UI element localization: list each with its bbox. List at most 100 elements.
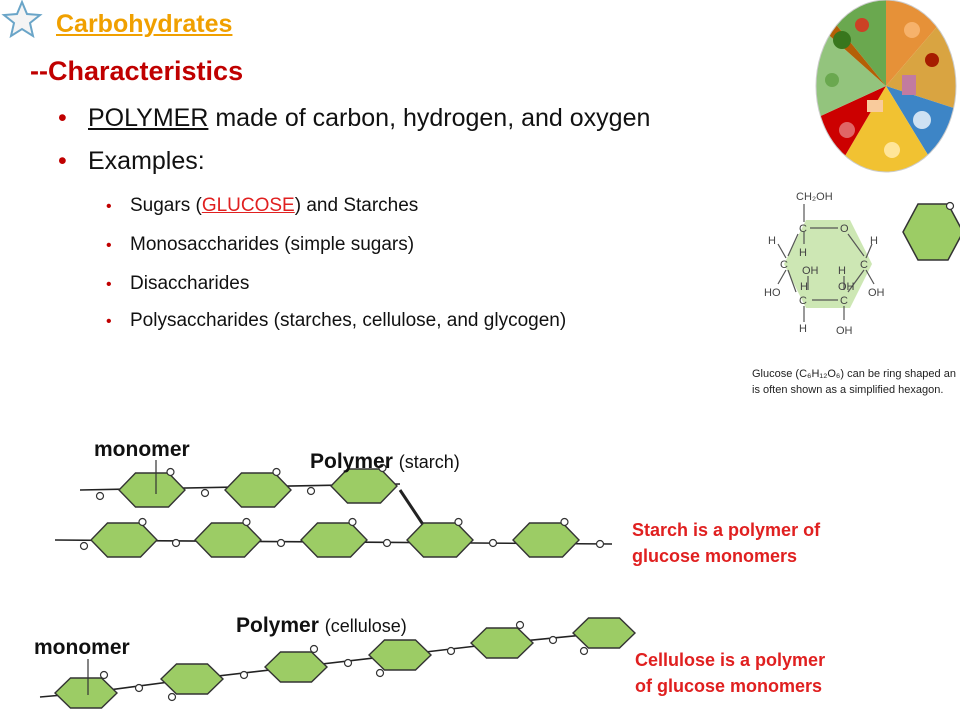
glucose-hexagon <box>330 468 398 504</box>
atom-oh: OH <box>836 325 853 337</box>
sub-bullet-text: Disaccharides <box>130 273 250 294</box>
atom-h: H <box>870 235 878 247</box>
oxygen-link <box>579 646 589 656</box>
oxygen-link <box>171 538 181 548</box>
atom-oh: OH <box>802 265 819 277</box>
oxygen-link <box>306 486 316 496</box>
cellulose-polymer-label: Polymer (cellulose) <box>236 614 407 638</box>
note-line: Starch is a polymer of <box>632 520 821 540</box>
polymer-type: (starch) <box>398 452 460 472</box>
glucose-hexagon <box>469 627 535 659</box>
oxygen-link <box>309 644 319 654</box>
atom-h: H <box>799 323 807 335</box>
glucose-hexagon <box>406 522 474 558</box>
glucose-ring-shape <box>784 220 872 308</box>
atom-c: C <box>799 295 807 307</box>
sub-bullet-text: ) and Starches <box>294 195 419 216</box>
caption-line: Glucose (C₆H₁₂O₆) can be ring shaped an <box>752 368 956 380</box>
polymer-word: Polymer <box>310 450 393 473</box>
bullet-dot: • <box>106 313 112 330</box>
sub-bullet-polysaccharides: • Polysaccharides (starches, cellulose, a… <box>106 310 566 332</box>
bullet-dot: • <box>106 276 112 293</box>
atom-h: H <box>768 235 776 247</box>
sub-bullet-text: Polysaccharides (starches, cellulose, an… <box>130 310 567 331</box>
glucose-hexagon <box>571 617 637 649</box>
atom-ring-o: O <box>840 223 849 235</box>
polymer-word: Polymer <box>236 614 319 637</box>
atom-ch2oh: CH₂OH <box>796 191 833 203</box>
food-plate-image <box>815 0 957 173</box>
sub-bullet-monosaccharides: • Monosaccharides (simple sugars) <box>106 234 414 256</box>
sub-bullet-sugars: •Sugars (GLUCOSE) and Starches <box>106 195 418 217</box>
glucose-hexagon <box>118 472 186 508</box>
oxygen-link <box>382 538 392 548</box>
glucose-hexagon <box>512 522 580 558</box>
oxygen-link <box>454 517 463 527</box>
oxygen-link <box>515 620 525 630</box>
cellulose-diagram <box>39 617 637 709</box>
oxygen-link <box>595 539 605 549</box>
starch-monomer-label: monomer <box>94 438 190 461</box>
atom-oh: OH <box>838 281 855 293</box>
note-line: Cellulose is a polymer <box>635 650 826 670</box>
oxygen-link <box>348 517 357 527</box>
atom-oh: OH <box>868 287 885 299</box>
glucose-hexagon <box>53 677 119 709</box>
bullet-dot: • <box>58 147 67 175</box>
oxygen-link <box>239 670 249 680</box>
oxygen-link <box>446 646 456 656</box>
glucose-hexagon <box>224 472 292 508</box>
atom-h: H <box>799 247 807 259</box>
oxygen-link <box>343 658 353 668</box>
simplified-hexagon <box>902 203 960 261</box>
starch-diagram <box>54 460 613 558</box>
polymer-emph: POLYMER <box>88 104 209 132</box>
bullet-examples: • Examples: <box>58 147 205 176</box>
sub-bullet-text: Monosaccharides (simple sugars) <box>130 234 415 255</box>
oxygen-link <box>134 683 144 693</box>
glucose-hexagon <box>367 639 433 671</box>
atom-h: H <box>838 265 846 277</box>
oxygen-link <box>560 517 569 527</box>
starch-note: Starch is a polymer of glucose monomers <box>632 517 820 569</box>
polymer-type: (cellulose) <box>324 616 407 636</box>
glucose-hexagon <box>159 663 225 695</box>
caption-line: is often shown as a simplified hexagon. <box>752 384 944 396</box>
oxygen-link <box>378 463 387 473</box>
note-line: of glucose monomers <box>635 676 823 696</box>
cellulose-note: Cellulose is a polymer of glucose monome… <box>635 647 825 699</box>
slide-subtitle: --Characteristics <box>30 56 244 86</box>
oxygen-link <box>272 467 281 477</box>
bullet-dot: • <box>106 237 112 254</box>
oxygen-link <box>138 517 147 527</box>
bullet-dot: • <box>106 198 112 215</box>
slide-title: Carbohydrates <box>56 10 233 38</box>
oxygen-link <box>200 488 210 498</box>
glucose-emph: GLUCOSE <box>201 195 295 216</box>
oxygen-link <box>488 538 498 548</box>
star-icon <box>1 0 43 39</box>
oxygen-link <box>242 517 251 527</box>
bullet-examples-text: Examples: <box>88 147 205 175</box>
glucose-hexagon <box>263 651 329 683</box>
bullet-polymer-text: made of carbon, hydrogen, and oxygen <box>208 104 651 132</box>
oxygen-link <box>167 692 177 702</box>
glucose-hexagon <box>194 522 262 558</box>
oxygen-link <box>99 670 109 680</box>
oxygen-link <box>79 541 89 551</box>
note-line: glucose monomers <box>632 546 798 566</box>
oxygen-link <box>548 635 558 645</box>
atom-c: C <box>860 259 868 271</box>
atom-c: C <box>780 259 788 271</box>
glucose-caption: Glucose (C₆H₁₂O₆) can be ring shaped an … <box>752 366 956 398</box>
atom-h: H <box>800 281 808 293</box>
oxygen-link <box>276 538 286 548</box>
oxygen-link <box>166 467 175 477</box>
oxygen-link <box>375 668 385 678</box>
starch-polymer-label: Polymer (starch) <box>310 450 460 474</box>
bullet-polymer: • POLYMER made of carbon, hydrogen, and o… <box>58 104 650 133</box>
oxygen-link <box>95 491 105 501</box>
atom-ho: HO <box>764 287 781 299</box>
atom-c: C <box>840 295 848 307</box>
bullet-dot: • <box>58 104 67 132</box>
